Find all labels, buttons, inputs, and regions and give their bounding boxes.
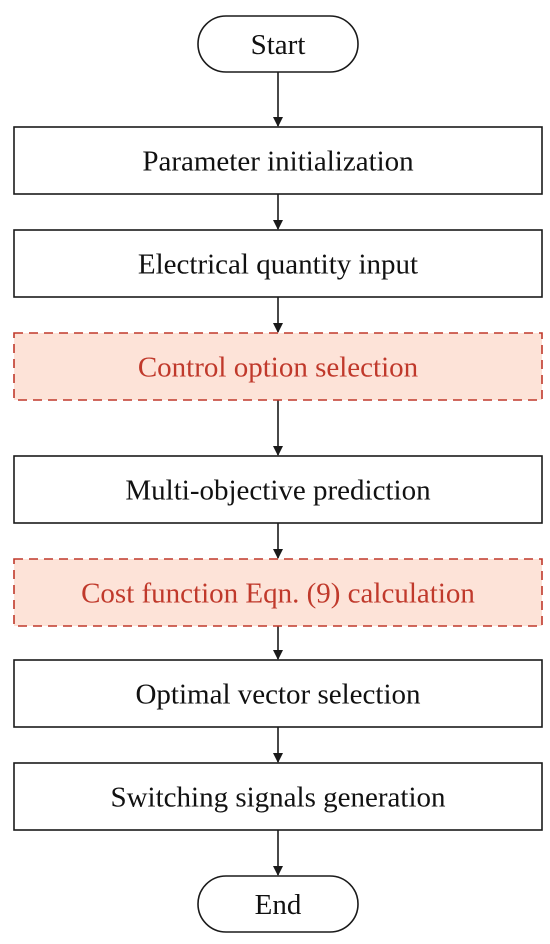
control-option-selection-box (13, 332, 543, 401)
cost-function-calculation-label: Cost function Eqn. (9) calculation (81, 578, 475, 610)
optimal-vector-selection-label: Optimal vector selection (135, 679, 421, 711)
end-box (197, 875, 359, 933)
node-start: Start (197, 15, 359, 73)
start-box (197, 15, 359, 73)
end-label: End (255, 889, 302, 921)
node-end: End (197, 875, 359, 933)
multi-objective-prediction-box (13, 455, 543, 524)
node-control-option-selection: Control option selection (13, 332, 543, 401)
electrical-quantity-input-label: Electrical quantity input (138, 249, 418, 281)
cost-function-calculation-box (13, 558, 543, 627)
switching-signals-generation-label: Switching signals generation (110, 782, 446, 814)
electrical-quantity-input-box (13, 229, 543, 298)
multi-objective-prediction-label: Multi-objective prediction (125, 475, 431, 507)
node-parameter-initialization: Parameter initialization (13, 126, 543, 195)
switching-signals-generation-box (13, 762, 543, 831)
optimal-vector-selection-box (13, 659, 543, 728)
control-option-selection-label: Control option selection (138, 352, 419, 384)
node-switching-signals-generation: Switching signals generation (13, 762, 543, 831)
parameter-initialization-label: Parameter initialization (142, 146, 414, 178)
node-multi-objective-prediction: Multi-objective prediction (13, 455, 543, 524)
start-label: Start (251, 29, 306, 61)
parameter-initialization-box (13, 126, 543, 195)
node-cost-function-calculation: Cost function Eqn. (9) calculation (13, 558, 543, 627)
node-electrical-quantity-input: Electrical quantity input (13, 229, 543, 298)
node-optimal-vector-selection: Optimal vector selection (13, 659, 543, 728)
